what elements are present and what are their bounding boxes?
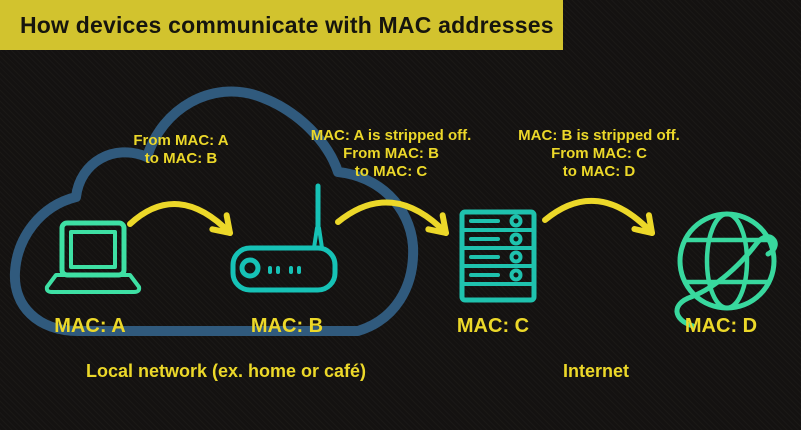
title-banner: How devices communicate with MAC address… — [0, 0, 563, 50]
hop3-line3: to MAC: D — [562, 163, 636, 180]
mac-b-label: MAC: B — [250, 315, 324, 337]
packet-arrow-server-to-globe — [542, 197, 655, 236]
cloud-outline-icon — [9, 86, 419, 336]
mac-d-label: MAC: D — [684, 315, 758, 337]
router-icon — [230, 183, 338, 293]
hop3-line1: MAC: B is stripped off. — [518, 127, 680, 144]
hop3-line2: From MAC: C — [551, 145, 647, 162]
mac-a-label: MAC: A — [54, 315, 126, 337]
hop1-annotation: From MAC: A to MAC: B — [106, 132, 256, 168]
hop1-line1: From MAC: A — [133, 132, 229, 149]
hop2-annotation: MAC: A is stripped off. From MAC: B to M… — [291, 127, 491, 181]
internet-label: Internet — [562, 361, 629, 381]
laptop-icon — [44, 220, 142, 294]
globe-icon — [674, 211, 778, 329]
server-icon — [459, 209, 537, 303]
local-network-label: Local network (ex. home or café) — [85, 361, 367, 381]
hop2-line2: From MAC: B — [343, 145, 439, 162]
packet-arrow-router-to-server — [335, 199, 449, 236]
hop3-annotation: MAC: B is stripped off. From MAC: C to M… — [499, 127, 699, 181]
mac-c-label: MAC: C — [456, 315, 530, 337]
hop2-line3: to MAC: C — [354, 163, 428, 180]
hop2-line1: MAC: A is stripped off. — [310, 127, 472, 144]
packet-arrow-laptop-to-router — [127, 201, 233, 236]
hop1-line2: to MAC: B — [144, 150, 218, 167]
page-title: How devices communicate with MAC address… — [20, 11, 554, 38]
